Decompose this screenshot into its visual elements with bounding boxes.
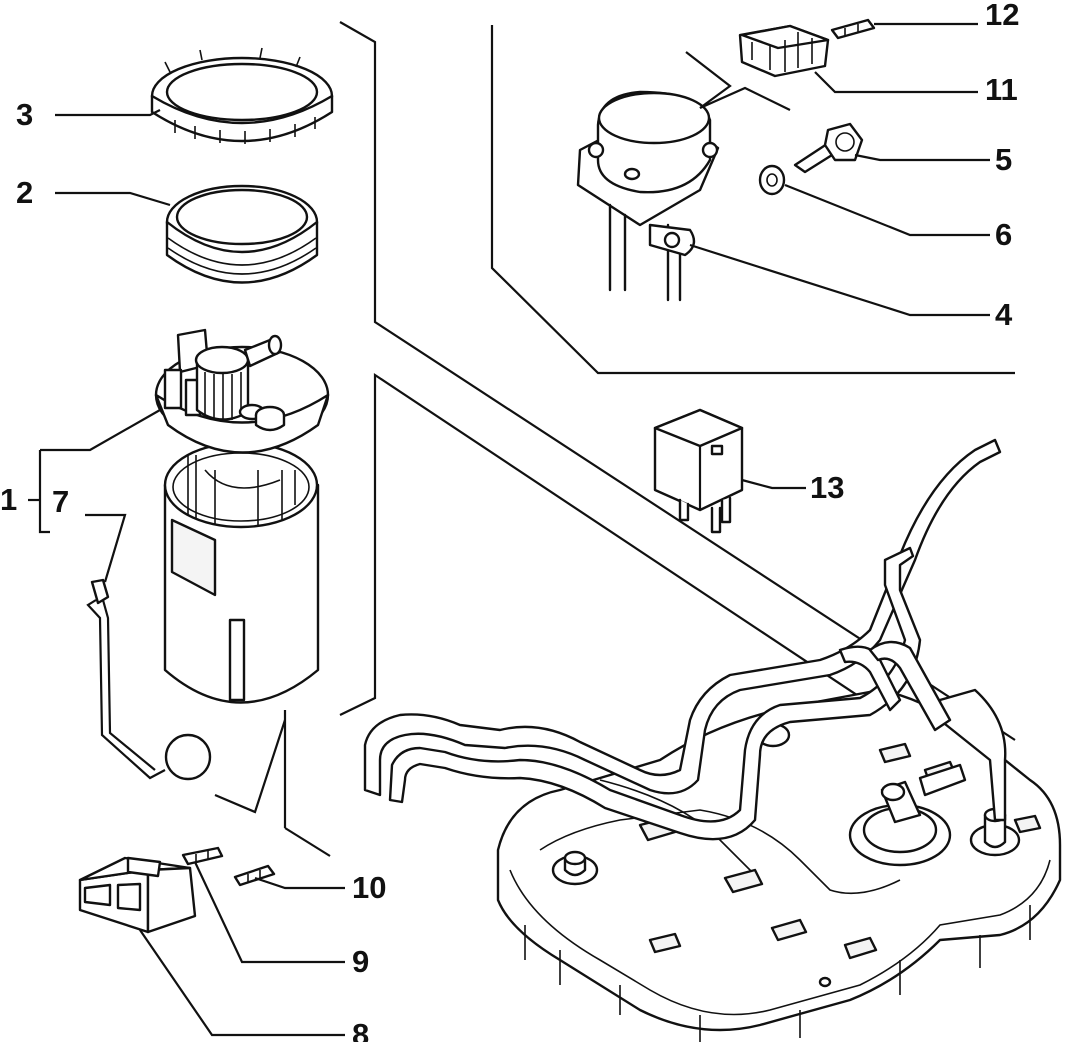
switch-connector: [738, 24, 830, 78]
callout-4: 4: [995, 297, 1013, 332]
terminal-pin-12: [830, 18, 876, 40]
callout-9: 9: [352, 944, 369, 979]
fuel-tank: [363, 438, 1062, 1042]
section-frames: [214, 21, 1016, 857]
callout-1: 1: [0, 482, 17, 517]
callout-7: 7: [52, 484, 69, 519]
inertia-switch: [576, 51, 791, 302]
mounting-bolt: [793, 122, 864, 174]
terminal-pin-10: [233, 864, 276, 887]
electrical-connector: [78, 856, 197, 934]
washer: [758, 164, 786, 196]
fuel-pump-module: [154, 328, 330, 704]
terminal-pin-9: [181, 846, 224, 866]
callout-13: 13: [810, 470, 844, 505]
leader-lines: [28, 22, 990, 1037]
callout-labels: 3 2 1 7 8 9 10 11 12 5 6 4 13: [0, 0, 1019, 1042]
callout-6: 6: [995, 217, 1012, 252]
float-level-sensor: [86, 578, 212, 781]
callout-11: 11: [985, 72, 1018, 107]
relay: [653, 408, 744, 534]
callout-12: 12: [985, 0, 1019, 32]
callout-10: 10: [352, 870, 386, 905]
callout-2: 2: [16, 175, 33, 210]
callout-8: 8: [352, 1017, 369, 1042]
locking-ring: [150, 47, 334, 144]
gasket-seal: [165, 184, 319, 284]
callout-5: 5: [995, 142, 1012, 177]
callout-3: 3: [16, 97, 33, 132]
